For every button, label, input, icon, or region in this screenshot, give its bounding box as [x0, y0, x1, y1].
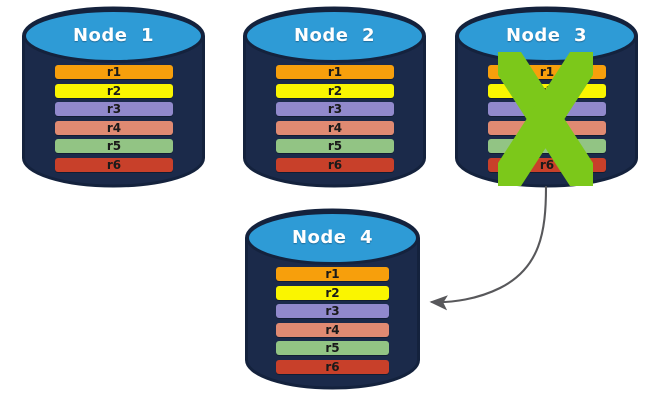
- record-bar[interactable]: r2: [55, 83, 173, 98]
- record-bar[interactable]: r6: [55, 158, 173, 172]
- record-bar[interactable]: r4: [488, 120, 606, 135]
- cylinder-top-cap: [246, 211, 419, 265]
- record-bar[interactable]: r3: [488, 102, 606, 117]
- arrow-curve: [429, 185, 548, 311]
- record-bar[interactable]: r3: [55, 102, 173, 117]
- record-bar[interactable]: r1: [276, 65, 394, 79]
- record-bar[interactable]: r2: [276, 83, 394, 98]
- cylinder-top-cap: [244, 9, 425, 63]
- record-bar[interactable]: r4: [276, 322, 389, 337]
- record-bar[interactable]: r5: [276, 139, 394, 154]
- record-bar[interactable]: r6: [488, 158, 606, 172]
- record-bar[interactable]: r3: [276, 102, 394, 117]
- record-bar[interactable]: r4: [55, 120, 173, 135]
- record-bar[interactable]: r1: [276, 267, 389, 281]
- record-bar[interactable]: r4: [276, 120, 394, 135]
- record-bar[interactable]: r2: [488, 83, 606, 98]
- record-bar[interactable]: r5: [488, 139, 606, 154]
- record-bar[interactable]: r2: [276, 285, 389, 300]
- record-bar[interactable]: r6: [276, 360, 389, 374]
- record-bar[interactable]: r1: [55, 65, 173, 79]
- record-bar[interactable]: r5: [55, 139, 173, 154]
- record-bar[interactable]: r5: [276, 341, 389, 356]
- cylinder-top-cap: [23, 9, 204, 63]
- record-bar[interactable]: r3: [276, 304, 389, 319]
- record-bar[interactable]: r6: [276, 158, 394, 172]
- cylinder-top-cap: [456, 9, 637, 63]
- record-bar[interactable]: r1: [488, 65, 606, 79]
